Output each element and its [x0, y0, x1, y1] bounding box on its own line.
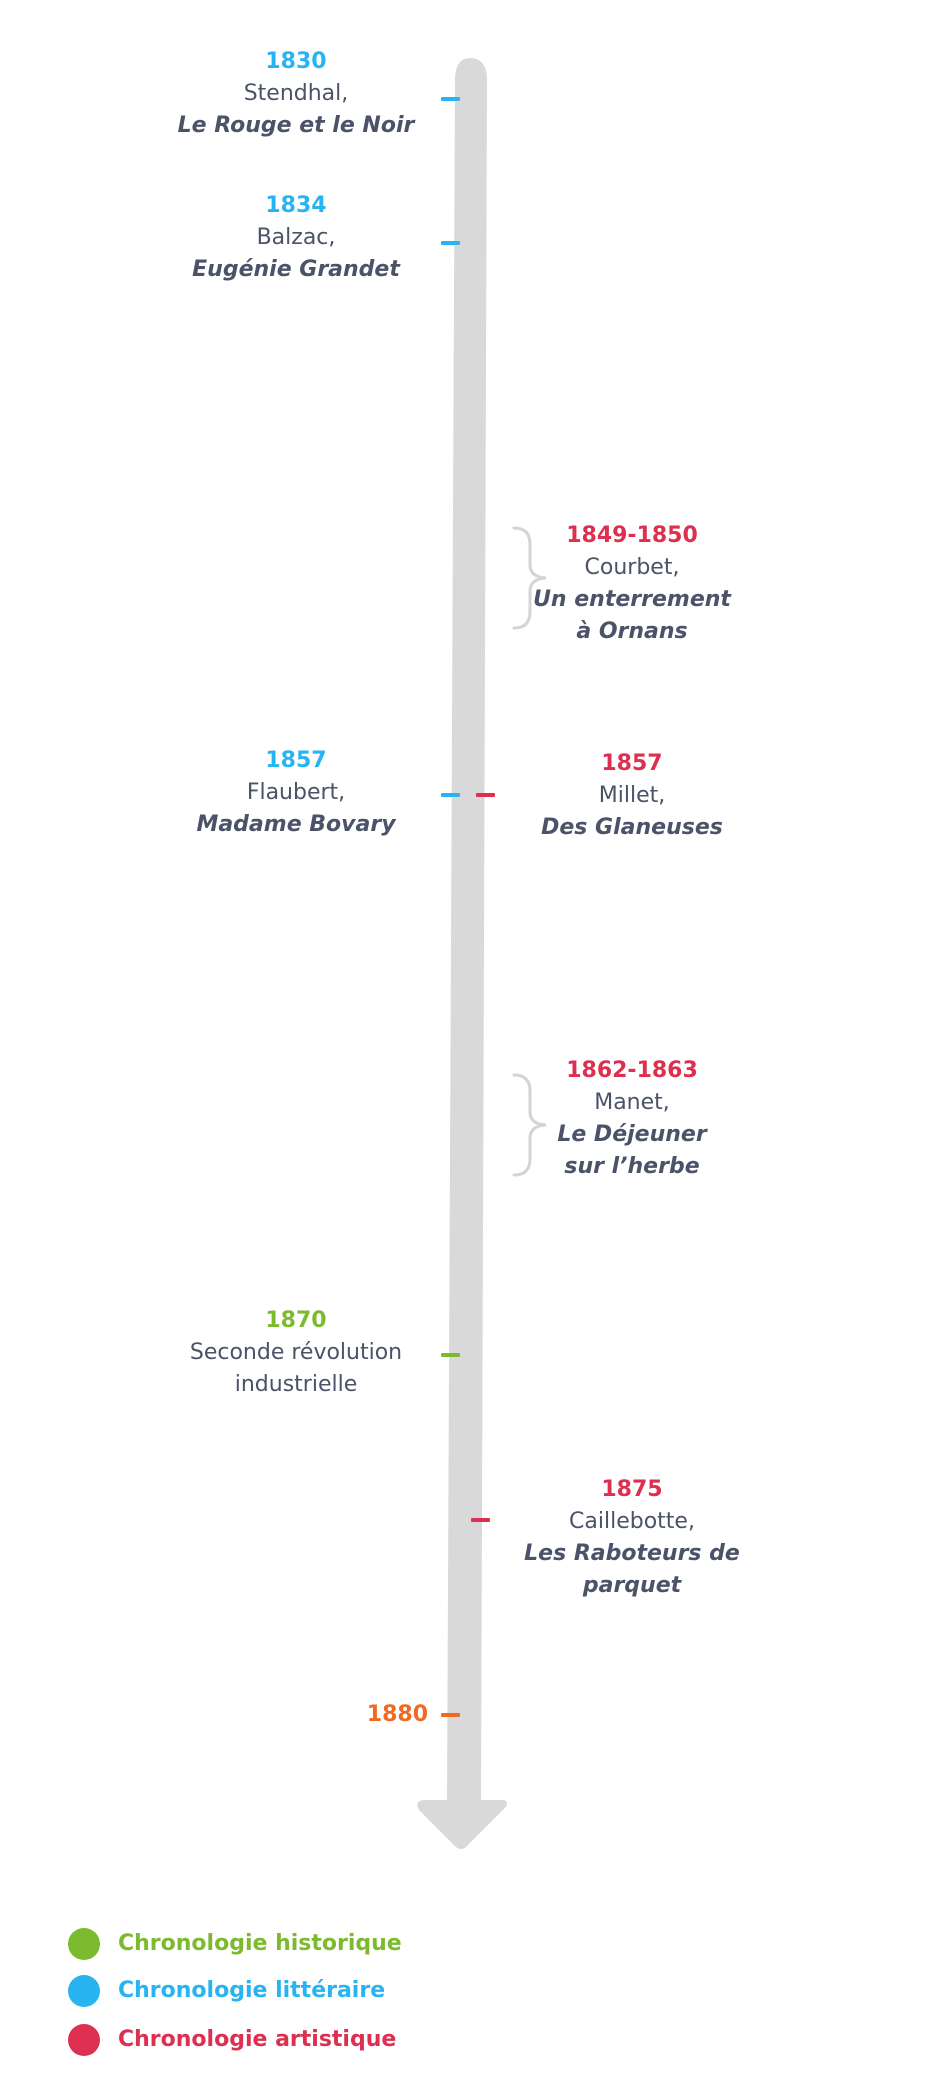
event-1849-1850: 1849-1850 Courbet, Un enterrement à Orna…: [482, 520, 782, 648]
event-1834: 1834 Balzac, Eugénie Grandet: [146, 190, 446, 286]
brace-1849-1850: [512, 526, 547, 630]
event-work: Le Déjeuner: [557, 1122, 707, 1147]
tick-1857-litteraire: [441, 793, 460, 797]
event-author: Balzac,: [256, 225, 336, 250]
event-author: Flaubert,: [246, 780, 346, 805]
event-author: Caillebotte,: [569, 1509, 695, 1534]
legend-dot-litteraire: [68, 1975, 100, 2007]
event-year: 1849-1850: [566, 523, 698, 548]
event-work-continued: à Ornans: [576, 619, 688, 644]
event-year: 1834: [265, 193, 327, 218]
brace-1862-1863: [512, 1073, 547, 1177]
event-1875: 1875 Caillebotte, Les Raboteurs de parqu…: [482, 1474, 782, 1602]
event-1830: 1830 Stendhal, Le Rouge et le Noir: [146, 46, 446, 142]
event-work: Eugénie Grandet: [192, 257, 400, 282]
event-description-continued: industrielle: [234, 1372, 358, 1397]
tick-1870: [441, 1353, 460, 1357]
event-year: 1830: [265, 49, 327, 74]
legend-label: Chronologie artistique: [118, 2027, 397, 2052]
event-work: Le Rouge et le Noir: [177, 113, 415, 138]
event-1857-flaubert: 1857 Flaubert, Madame Bovary: [146, 745, 446, 841]
event-work-continued: sur l’herbe: [564, 1154, 700, 1179]
event-year: 1870: [265, 1308, 327, 1333]
event-work: Un enterrement: [533, 587, 731, 612]
end-year-label: 1880: [366, 1702, 428, 1727]
tick-1875: [471, 1518, 490, 1522]
event-work: Madame Bovary: [196, 812, 396, 837]
tick-1880: [441, 1713, 460, 1717]
tick-1830: [441, 97, 460, 101]
event-author: Stendhal,: [243, 81, 349, 106]
event-author: Millet,: [598, 783, 666, 808]
event-year: 1857: [265, 748, 327, 773]
event-1870: 1870 Seconde révolution industrielle: [146, 1305, 446, 1401]
event-work: Les Raboteurs de: [524, 1541, 740, 1566]
event-1857-millet: 1857 Millet, Des Glaneuses: [482, 748, 782, 844]
event-year: 1857: [601, 751, 663, 776]
event-description: Seconde révolution: [189, 1340, 403, 1365]
tick-1857-artistique: [476, 793, 495, 797]
legend-dot-historique: [68, 1928, 100, 1960]
event-work: Des Glaneuses: [541, 815, 723, 840]
event-1862-1863: 1862-1863 Manet, Le Déjeuner sur l’herbe: [482, 1055, 782, 1183]
legend-dot-artistique: [68, 2024, 100, 2056]
event-author: Courbet,: [584, 555, 680, 580]
timeline-arrow-shaft: [447, 58, 487, 1802]
event-year: 1875: [601, 1477, 663, 1502]
event-work-continued: parquet: [582, 1573, 682, 1598]
timeline-arrow-head: [417, 1800, 508, 1849]
legend-label: Chronologie littéraire: [118, 1978, 386, 2003]
event-year: 1862-1863: [566, 1058, 698, 1083]
event-author: Manet,: [594, 1090, 670, 1115]
legend-label: Chronologie historique: [118, 1931, 402, 1956]
tick-1834: [441, 241, 460, 245]
